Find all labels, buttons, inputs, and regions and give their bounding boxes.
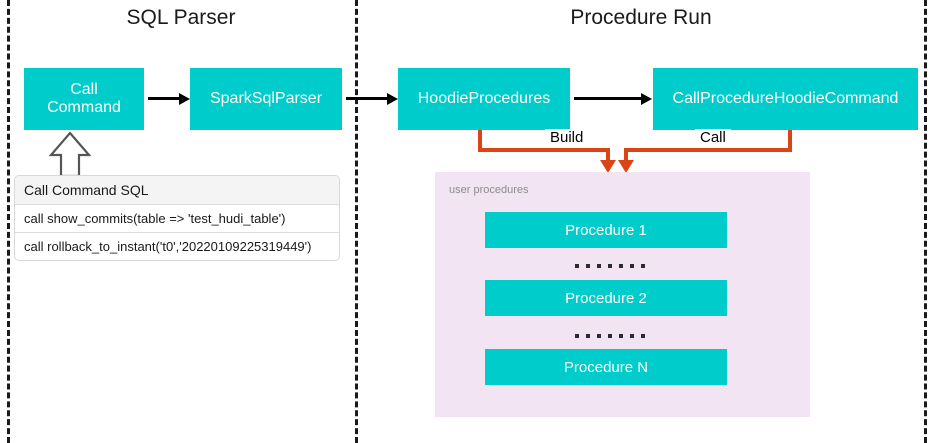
arrow-hoodie-procedures-to-command [574, 93, 652, 105]
sql-examples-table: Call Command SQL call show_commits(table… [14, 175, 340, 261]
build-arrow-head [600, 160, 616, 173]
box-hoodie-procedures[interactable]: HoodieProcedures [398, 68, 570, 130]
box-spark-sql-parser-label: SparkSqlParser [209, 90, 323, 108]
box-call-command[interactable]: Call Command [24, 68, 144, 130]
call-connector-vertical [788, 130, 792, 152]
procedure-bar-n-label: Procedure N [563, 358, 649, 376]
box-call-procedure-hoodie-command-label: CallProcedureHoodieCommand [672, 90, 899, 108]
section-title-sql-parser: SQL Parser [126, 6, 236, 29]
divider-middle [355, 0, 358, 443]
arrow-call-command-to-parser [148, 93, 190, 105]
box-hoodie-procedures-label: HoodieProcedures [417, 90, 551, 108]
call-label: Call [695, 129, 731, 146]
box-call-command-line1: Call [70, 81, 98, 99]
procedure-bar-n[interactable]: Procedure N [485, 349, 727, 385]
box-call-procedure-hoodie-command[interactable]: CallProcedureHoodieCommand [653, 68, 918, 130]
user-procedures-label: user procedures [449, 184, 529, 196]
call-arrow-head [618, 160, 634, 173]
section-title-procedure-run: Procedure Run [570, 6, 712, 29]
call-connector-drop [624, 148, 628, 164]
user-procedures-panel: user procedures Procedure 1 Procedure 2 … [435, 172, 810, 417]
call-connector-horizontal [624, 148, 792, 152]
procedure-bar-1[interactable]: Procedure 1 [485, 212, 727, 248]
divider-right [924, 0, 927, 443]
box-call-command-line2: Command [47, 99, 121, 116]
sql-table-header: Call Command SQL [15, 176, 339, 205]
procedure-bar-1-label: Procedure 1 [565, 221, 647, 239]
procedure-bar-2-label: Procedure 2 [565, 289, 647, 307]
build-connector-drop [606, 148, 610, 164]
build-label: Build [545, 129, 589, 146]
procedure-dots-separator [575, 264, 645, 268]
procedure-dots-separator [575, 334, 645, 338]
sql-table-row: call rollback_to_instant('t0','202201092… [24, 239, 312, 254]
procedure-bar-2[interactable]: Procedure 2 [485, 280, 727, 316]
box-spark-sql-parser[interactable]: SparkSqlParser [190, 68, 342, 130]
arrow-parser-to-hoodie-procedures [346, 93, 398, 105]
divider-left [7, 0, 10, 443]
sql-table-row: call show_commits(table => 'test_hudi_ta… [15, 205, 339, 233]
build-connector-horizontal [478, 148, 610, 152]
build-connector-vertical [478, 130, 482, 152]
